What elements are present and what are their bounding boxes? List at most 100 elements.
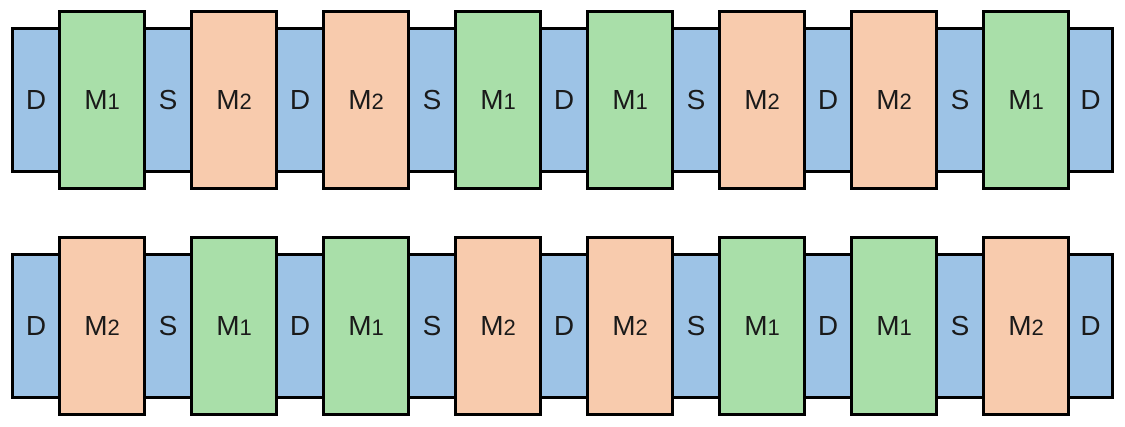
region-label-subscript: 2 (107, 315, 120, 340)
region-label-main: D (25, 84, 47, 115)
drain-region: D (539, 253, 589, 399)
region-label-main: D (1080, 84, 1101, 115)
region-label-main: S (422, 84, 442, 115)
region-label-main: M (612, 84, 636, 115)
region-label: D (554, 310, 574, 342)
region-label-subscript: 2 (635, 315, 648, 340)
region-label: S (423, 84, 442, 116)
region-label-subscript: 2 (899, 89, 912, 114)
region-label-main: D (289, 84, 311, 115)
region-label-subscript: 2 (239, 89, 252, 114)
region-label: D (26, 310, 46, 342)
source-region: S (143, 27, 193, 173)
drain-region: D (11, 27, 61, 173)
region-label: S (159, 310, 178, 342)
region-label-subscript: 2 (371, 89, 384, 114)
region-label-main: D (1080, 310, 1101, 341)
region-label-main: S (950, 84, 970, 115)
drain-region: D (539, 27, 589, 173)
region-label-main: M (348, 84, 372, 115)
region-label: D (554, 84, 574, 116)
region-label-main: S (422, 310, 442, 341)
region-label-main: M (216, 84, 240, 115)
region-label-main: M (348, 310, 372, 341)
region-label-main: M (1008, 310, 1032, 341)
region-label: D (1080, 310, 1100, 342)
region-label-main: M (876, 310, 900, 341)
region-label-main: S (950, 310, 970, 341)
region-label: S (423, 310, 442, 342)
drain-region: D (803, 253, 853, 399)
region-label: S (687, 310, 706, 342)
drain-region: D (275, 27, 325, 173)
region-label-main: D (817, 84, 839, 115)
source-region: S (935, 27, 985, 173)
region-label-main: M (744, 84, 768, 115)
region-label-main: S (686, 84, 706, 115)
region-label-subscript: 1 (371, 315, 384, 340)
region-label-main: S (158, 84, 178, 115)
region-label: D (818, 84, 838, 116)
source-region: S (407, 27, 457, 173)
drain-region: D (11, 253, 61, 399)
region-label-main: M (744, 310, 768, 341)
region-label: D (290, 310, 310, 342)
drain-region: D (803, 27, 853, 173)
region-label: S (159, 84, 178, 116)
region-label-subscript: 1 (767, 315, 780, 340)
region-label: D (26, 84, 46, 116)
drain-region: D (275, 253, 325, 399)
region-label-main: M (876, 84, 900, 115)
source-region: S (671, 27, 721, 173)
region-label-main: D (553, 310, 575, 341)
region-label-subscript: 1 (503, 89, 516, 114)
region-label-main: M (84, 310, 108, 341)
region-label-subscript: 2 (503, 315, 516, 340)
region-label-subscript: 1 (1031, 89, 1044, 114)
region-label-main: D (817, 310, 839, 341)
region-label-main: S (686, 310, 706, 341)
source-region: S (671, 253, 721, 399)
region-label-subscript: 1 (239, 315, 252, 340)
region-label-main: D (289, 310, 311, 341)
region-label: S (687, 84, 706, 116)
region-label: S (951, 310, 970, 342)
source-region: S (407, 253, 457, 399)
region-label-main: M (480, 84, 504, 115)
region-label-main: M (216, 310, 240, 341)
region-label-main: S (158, 310, 178, 341)
region-label: D (818, 310, 838, 342)
drain-region: D (1067, 27, 1114, 173)
region-label-subscript: 2 (1031, 315, 1044, 340)
source-region: S (143, 253, 193, 399)
